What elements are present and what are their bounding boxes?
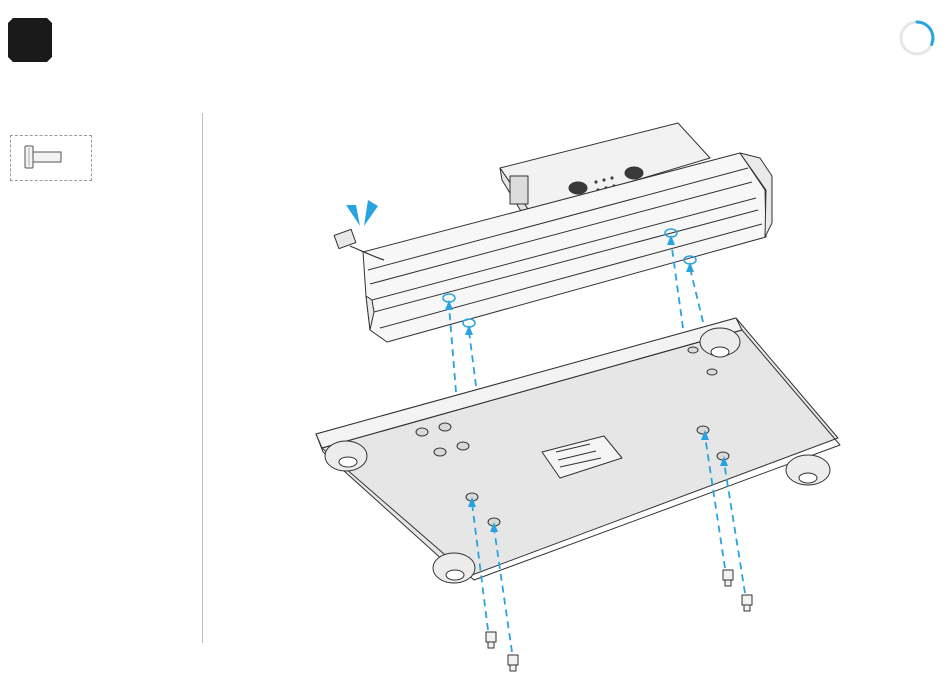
assembly-diagram	[0, 0, 950, 689]
